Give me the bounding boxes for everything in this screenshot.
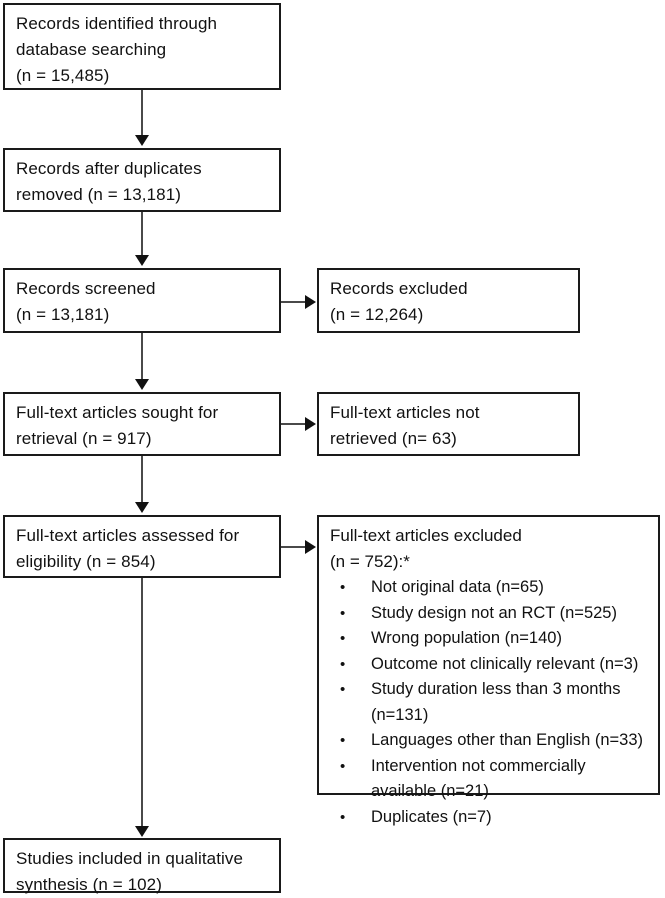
node-fulltext-sought-retrieval: Full-text articles sought for retrieval …: [3, 392, 281, 456]
bullet-icon: •: [340, 655, 346, 673]
node-records-excluded: Records excluded (n = 12,264): [317, 268, 580, 333]
connector-assessed-to-fulltext-excluded: [281, 546, 308, 548]
node-fulltext-assessed-eligibility-label: Full-text articles assessed for eligibil…: [16, 526, 240, 571]
node-studies-included-qualitative-label: Studies included in qualitative synthesi…: [16, 849, 244, 894]
node-records-identified-label: Records identified through database sear…: [16, 14, 218, 85]
node-fulltext-sought-retrieval-label: Full-text articles sought for retrieval …: [16, 403, 219, 448]
arrowhead-identified-to-duplicates: [135, 135, 149, 146]
arrowhead-screened-to-excluded: [305, 295, 316, 309]
exclusion-reason-label: Wrong population (n=140): [371, 629, 562, 647]
node-studies-included-qualitative: Studies included in qualitative synthesi…: [3, 838, 281, 894]
bullet-icon: •: [340, 681, 346, 698]
bullet-icon: •: [340, 579, 346, 596]
arrowhead-assessed-to-fulltext-excluded: [305, 540, 316, 554]
bullet-icon: •: [340, 732, 346, 749]
arrowhead-screened-to-sought: [135, 379, 149, 390]
connector-assessed-to-included: [141, 578, 143, 828]
connector-identified-to-duplicates: [141, 90, 143, 137]
node-records-excluded-label: Records excluded (n = 12,264): [330, 279, 468, 324]
exclusion-reason-item: • Intervention not commercially available…: [330, 754, 652, 805]
exclusion-reason-label: Not original data (n=65): [371, 578, 544, 596]
node-fulltext-assessed-eligibility: Full-text articles assessed for eligibil…: [3, 515, 281, 578]
node-fulltext-excluded-label: Full-text articles excluded (n = 752):*: [330, 526, 522, 571]
exclusion-reason-item: • Duplicates (n=7): [330, 805, 652, 831]
exclusion-reason-item: • Not original data (n=65): [330, 575, 652, 601]
connector-sought-to-not-retrieved: [281, 423, 308, 425]
node-fulltext-not-retrieved: Full-text articles not retrieved (n= 63): [317, 392, 580, 456]
node-records-screened: Records screened (n = 13,181): [3, 268, 281, 333]
bullet-icon: •: [340, 757, 346, 775]
connector-screened-to-sought: [141, 333, 143, 381]
exclusion-reason-item: • Study design not an RCT (n=525): [330, 601, 652, 627]
exclusion-reasons-list: • Not original data (n=65) • Study design n…: [330, 575, 652, 830]
exclusion-reason-item: • Wrong population (n=140): [330, 626, 652, 652]
node-records-after-duplicates: Records after duplicates removed (n = 13…: [3, 148, 281, 212]
bullet-icon: •: [340, 604, 346, 622]
exclusion-reason-item: • Languages other than English (n=33): [330, 728, 652, 754]
node-fulltext-excluded: Full-text articles excluded (n = 752):* …: [317, 515, 660, 826]
exclusion-reason-label: Duplicates (n=7): [371, 807, 492, 826]
connector-sought-to-assessed: [141, 456, 143, 504]
node-fulltext-not-retrieved-label: Full-text articles not retrieved (n= 63): [330, 403, 480, 448]
arrowhead-sought-to-not-retrieved: [305, 417, 316, 431]
exclusion-reason-label: Study design not an RCT (n=525): [371, 603, 617, 622]
exclusion-reason-label: Languages other than English (n=33): [371, 731, 643, 749]
exclusion-reason-label: Intervention not commercially available …: [371, 756, 586, 801]
arrowhead-sought-to-assessed: [135, 502, 149, 513]
exclusion-reason-item: • Study duration less than 3 months (n=13…: [330, 677, 652, 728]
arrowhead-assessed-to-included: [135, 826, 149, 837]
bullet-icon: •: [340, 808, 346, 826]
exclusion-reason-item: • Outcome not clinically relevant (n=3): [330, 652, 652, 678]
node-records-screened-label: Records screened (n = 13,181): [16, 279, 156, 324]
arrowhead-duplicates-to-screened: [135, 255, 149, 266]
connector-screened-to-excluded: [281, 301, 308, 303]
node-records-identified: Records identified through database sear…: [3, 3, 281, 90]
node-records-after-duplicates-label: Records after duplicates removed (n = 13…: [16, 159, 202, 204]
connector-duplicates-to-screened: [141, 212, 143, 257]
exclusion-reason-label: Study duration less than 3 months (n=131…: [371, 680, 621, 724]
exclusion-reason-label: Outcome not clinically relevant (n=3): [371, 654, 639, 673]
bullet-icon: •: [340, 630, 346, 647]
